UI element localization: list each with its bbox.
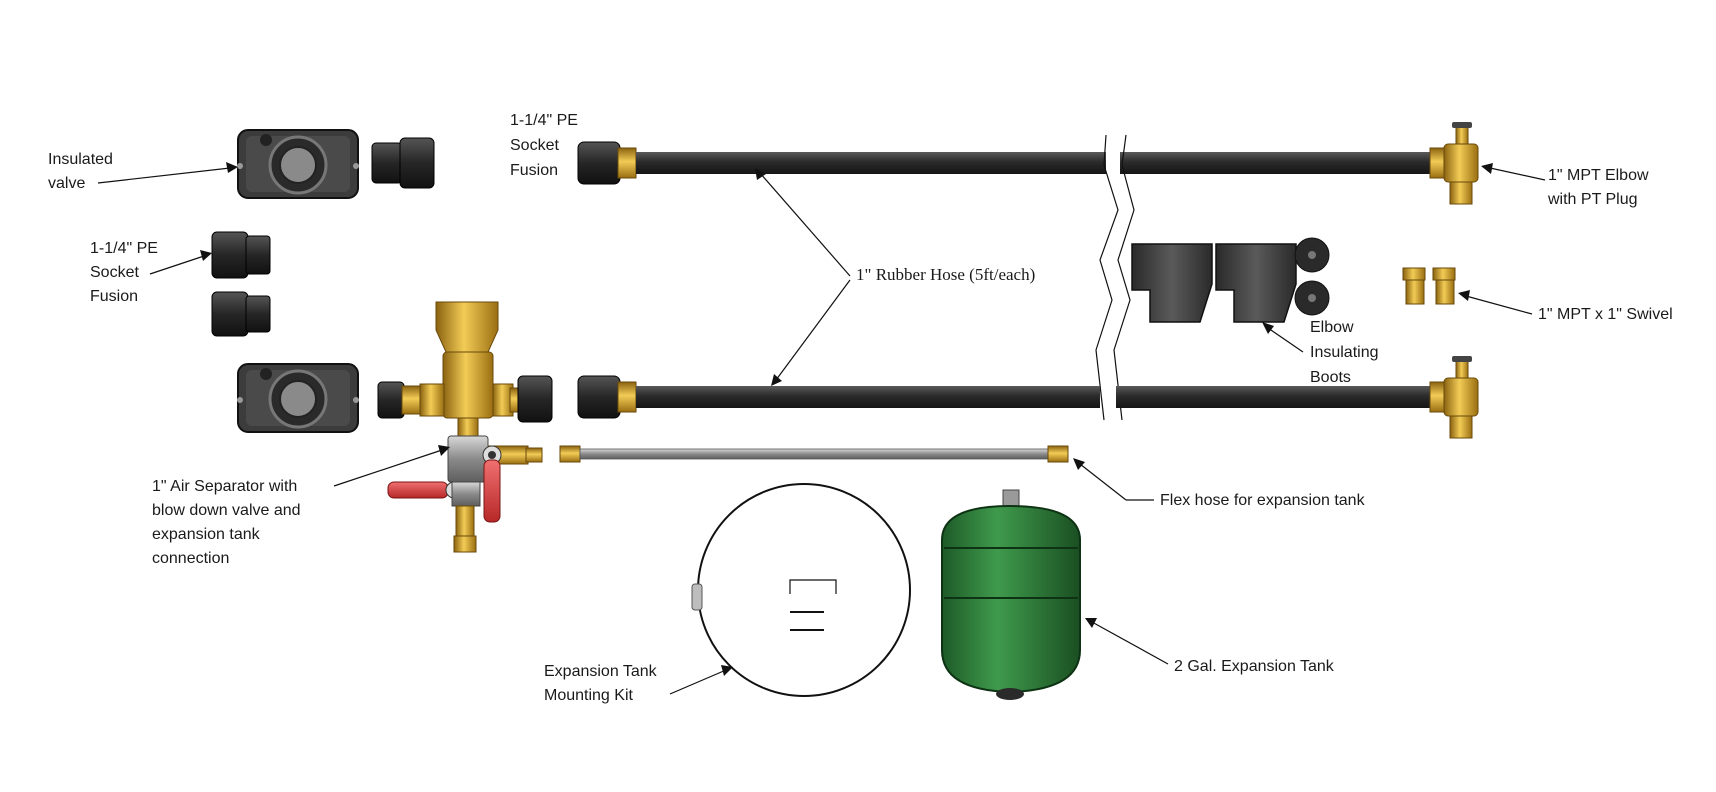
boot-end-cap-2 xyxy=(1294,280,1330,316)
expansion-tank xyxy=(941,489,1081,700)
air-separator-label: 1" Air Separator with blow down valve an… xyxy=(152,478,305,567)
mounting-kit-label: Expansion Tank Mounting Kit xyxy=(544,663,661,704)
mpt-elbow-leader xyxy=(1481,163,1546,181)
mpt-swivel-fitting-2 xyxy=(1432,267,1456,305)
mpt-swivel-label: 1" MPT x 1" Swivel xyxy=(1538,306,1673,323)
pe-socket-left-label: 1-1/4" PE Socket Fusion xyxy=(90,240,162,305)
rubber-hose-bottom xyxy=(636,386,1430,408)
pe-socket-fitting-left-2 xyxy=(211,291,271,337)
pe-socket-fitting-top xyxy=(371,137,435,189)
mpt-elbow-bottom xyxy=(1429,356,1479,439)
rubber-hose-top xyxy=(636,152,1430,174)
blow-down-valve-assembly xyxy=(387,435,543,553)
mpt-elbow-top xyxy=(1429,122,1479,205)
pe-socket-fitting-left-1 xyxy=(211,231,271,279)
elbow-boots-leader xyxy=(1262,322,1304,353)
flex-hose-label: Flex hose for expansion tank xyxy=(1160,492,1366,509)
insulated-valve-bottom xyxy=(237,363,359,433)
air-separator-leader xyxy=(333,445,450,487)
elbow-boot-1 xyxy=(1131,243,1213,323)
pe-socket-left-leader xyxy=(149,250,212,275)
expansion-tank-leader xyxy=(1085,618,1169,665)
elbow-boot-2 xyxy=(1215,243,1297,323)
pe-socket-top-label: 1-1/4" PE Socket Fusion xyxy=(510,112,582,179)
boot-end-cap-1 xyxy=(1294,237,1330,273)
pe-socket-fitting-hose-bottom xyxy=(577,375,637,419)
insulated-valve-leader xyxy=(97,162,238,184)
mounting-kit-leader xyxy=(669,665,733,695)
insulated-valve-top xyxy=(237,129,359,199)
mpt-elbow-label: 1" MPT Elbow with PT Plug xyxy=(1547,167,1653,208)
expansion-tank-mounting-kit xyxy=(691,483,911,697)
flex-hose xyxy=(559,445,1069,463)
hose-break-lines xyxy=(1095,134,1135,421)
flex-hose-leader xyxy=(1073,458,1154,501)
insulated-valve-label: Insulated valve xyxy=(48,151,117,192)
mpt-swivel-leader xyxy=(1458,290,1533,315)
pe-socket-fitting-hose-top xyxy=(577,141,637,185)
rubber-hose-leaders xyxy=(755,168,851,386)
air-separator xyxy=(377,301,553,437)
expansion-tank-label: 2 Gal. Expansion Tank xyxy=(1174,658,1335,675)
elbow-boots-label: Elbow Insulating Boots xyxy=(1310,319,1383,386)
mpt-swivel-fitting-1 xyxy=(1402,267,1426,305)
rubber-hose-label: 1" Rubber Hose (5ft/each) xyxy=(856,265,1035,284)
